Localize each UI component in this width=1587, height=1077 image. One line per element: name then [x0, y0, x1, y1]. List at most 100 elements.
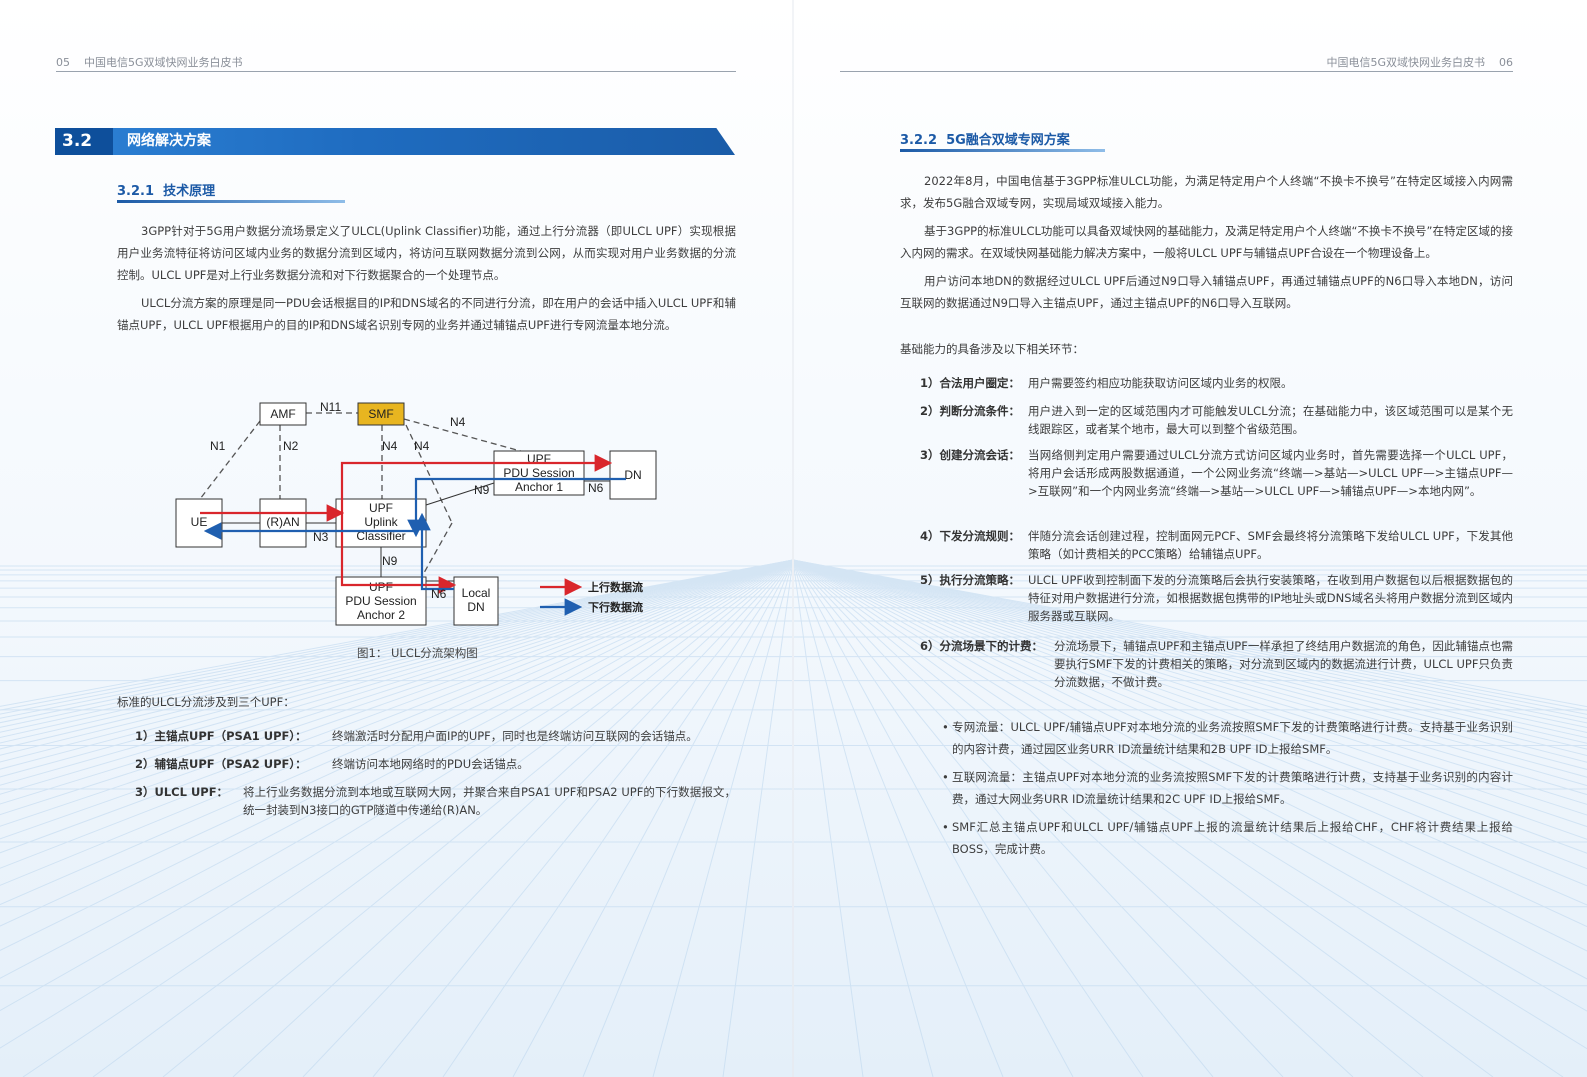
n9-label-a: N9	[474, 483, 490, 497]
grid-radial-line	[792, 559, 864, 1077]
grid-radial-line	[792, 559, 1587, 816]
page-gutter	[792, 0, 794, 1077]
bullet-3: • SMF汇总主锚点UPF和ULCL UPF/辅锚点UPF上报的流量统计结果后上…	[942, 816, 1513, 860]
step-5-text: ULCL UPF收到控制面下发的分流策略后会执行安装策略，在收到用户数据包以后根…	[1028, 573, 1513, 623]
grid-radial-line	[0, 559, 794, 711]
grid-radial-line	[0, 559, 794, 728]
grid-radial-line	[582, 559, 794, 1077]
grid-radial-line	[0, 559, 794, 840]
grid-radial-line	[792, 559, 1587, 733]
figure-caption: 图1： ULCL分流架构图	[357, 646, 478, 660]
grid-radial-line	[0, 559, 794, 786]
grid-radial-line	[792, 559, 1587, 980]
grid-radial-line	[792, 559, 1424, 1077]
grid-radial-line	[792, 559, 1494, 1077]
grid-radial-line	[792, 559, 1587, 1050]
psa2-label-2: PDU Session	[345, 594, 416, 608]
grid-radial-line	[792, 559, 1564, 1077]
grid-radial-line	[792, 559, 1587, 711]
grid-radial-line	[792, 559, 1587, 763]
subsection-heading-322: 3.2.2 5G融合双域专网方案	[900, 129, 1070, 148]
bullet-1-text: 专网流量：ULCL UPF/辅锚点UPF对本地分流的业务流按照SMF下发的计费策…	[952, 720, 1513, 756]
dn-label: DN	[624, 468, 641, 482]
grid-radial-line	[0, 559, 794, 927]
grid-radial-line	[0, 559, 794, 756]
grid-radial-line	[792, 559, 934, 1077]
ulcl-architecture-diagram: AMF SMF UE (R)AN UPF Uplink Classifier U…	[175, 400, 657, 626]
psa1-label-2: PDU Session	[503, 466, 574, 480]
right-header-rule	[840, 71, 1513, 72]
n4-label-a: N4	[450, 415, 466, 429]
right-header-title: 中国电信5G双域快网业务白皮书	[1326, 56, 1485, 69]
grid-radial-line	[792, 559, 1587, 739]
bullet-2-text: 互联网流量：主锚点UPF对本地分流的业务流按照SMF下发的计费策略进行计费，支持…	[952, 770, 1513, 806]
upf-item-3-label: 3）ULCL UPF：	[135, 785, 229, 799]
grid-radial-line	[792, 559, 1587, 770]
grid-radial-line	[792, 559, 1587, 928]
grid-radial-line	[0, 559, 794, 733]
step-5-label: 5）执行分流策略：	[920, 573, 1021, 587]
psa1-node	[493, 450, 585, 496]
grid-radial-line	[722, 559, 794, 1077]
grid-radial-line	[652, 559, 794, 1077]
grid-radial-line	[792, 559, 1587, 887]
subsection-322-number: 3.2.2	[900, 133, 938, 148]
grid-radial-line	[0, 559, 794, 886]
step-4: 4）下发分流规则： 伴随分流会话创建过程，控制面网元PCF、SMF会最终将分流策…	[920, 527, 1513, 563]
right-paragraph-1: 2022年8月，中国电信基于3GPP标准ULCL功能，为满足特定用户个人终端“不…	[900, 174, 1513, 210]
ulcl-label-3: Classifier	[356, 529, 405, 543]
grid-radial-line	[0, 559, 794, 795]
ulcl-label-1: UPF	[369, 501, 393, 515]
grid-radial-line	[792, 559, 1587, 870]
grid-radial-line	[792, 559, 1004, 1077]
grid-radial-line	[792, 559, 1074, 1077]
n3-label: N3	[313, 530, 329, 544]
bullet-2: • 互联网流量：主锚点UPF对本地分流的业务流按照SMF下发的计费策略进行计费，…	[942, 766, 1513, 810]
upf-item-2-label: 2）辅锚点UPF（PSA2 UPF）：	[135, 757, 307, 771]
left-page-number: 05	[56, 56, 70, 69]
grid-radial-line	[22, 559, 794, 1077]
amf-label: AMF	[270, 407, 295, 421]
subsection-322-underline	[900, 149, 1105, 152]
subsection-heading-321: 3.2.1 技术原理	[117, 180, 215, 199]
paragraph-1: 3GPP针对于5G用户数据分流场景定义了ULCL(Uplink Classifi…	[117, 224, 736, 282]
right-page-number: 06	[1499, 56, 1513, 69]
step-5: 5）执行分流策略： ULCL UPF收到控制面下发的分流策略后会执行安装策略，在…	[920, 571, 1513, 625]
n6-label-b: N6	[431, 587, 447, 601]
upf-item-3: 3）ULCL UPF： 将上行业务数据分流到本地或互联网大网，并聚合来自PSA1…	[135, 783, 736, 823]
bullet-dot-2: •	[942, 770, 949, 784]
step-4-label: 4）下发分流规则：	[920, 529, 1021, 543]
grid-radial-line	[0, 559, 794, 816]
legend-uplink-label: 上行数据流	[588, 580, 643, 594]
n2-label: N2	[283, 439, 299, 453]
step-1: 1）合法用户圈定： 用户需要签约相应功能获取访问区域内业务的权限。	[920, 374, 1513, 392]
upf-item-3-text: 将上行业务数据分流到本地或互联网大网，并聚合来自PSA1 UPF和PSA2 UP…	[243, 785, 736, 817]
grid-radial-line	[162, 559, 794, 1077]
grid-radial-line	[792, 559, 1587, 796]
grid-radial-line	[0, 559, 794, 869]
dn-node	[609, 450, 657, 500]
grid-radial-line	[512, 559, 794, 1077]
step-1-label: 1）合法用户圈定：	[920, 376, 1021, 390]
bullet-3-text: SMF汇总主锚点UPF和ULCL UPF/辅锚点UPF上报的流量统计结果后上报给…	[952, 820, 1513, 856]
step-2: 2）判断分流条件： 用户进入到一定的区域范围内才可能触发ULCL分流；在基础能力…	[920, 402, 1513, 438]
grid-radial-line	[792, 559, 1587, 715]
grid-radial-line	[302, 559, 794, 1077]
grid-radial-line	[792, 559, 1214, 1077]
grid-radial-line	[372, 559, 794, 1077]
step-2-label: 2）判断分流条件：	[920, 404, 1021, 418]
section-banner: 3.2 网络解决方案	[55, 128, 735, 155]
right-paragraph-2: 基于3GPP的标准ULCL功能可以具备双域快网的基础能力，及满足特定用户个人终端…	[900, 224, 1513, 260]
grid-radial-line	[792, 559, 1587, 840]
subsection-322-title: 5G融合双域专网方案	[946, 133, 1070, 148]
grid-radial-line	[0, 559, 794, 1049]
step-3-label: 3）创建分流会话：	[920, 448, 1021, 462]
upf-item-1-text: 终端激活时分配用户面IP的UPF，同时也是终端访问互联网的会话锚点。	[332, 729, 698, 743]
grid-radial-line	[0, 559, 794, 707]
upf-intro: 标准的ULCL分流涉及到三个UPF：	[117, 695, 295, 709]
local-dn-label-1: Local	[462, 586, 491, 600]
grid-radial-line	[792, 559, 1587, 744]
grid-radial-line	[792, 559, 1587, 828]
